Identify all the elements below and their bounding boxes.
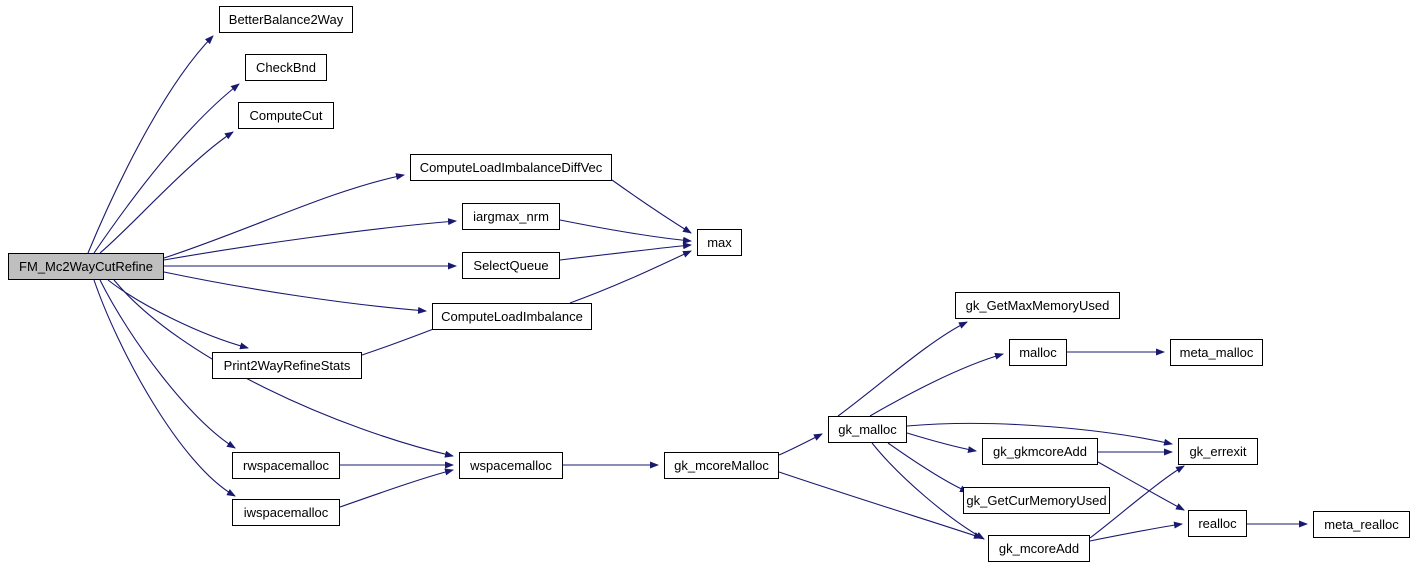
call-edge [99, 131, 234, 254]
call-edge [339, 468, 454, 508]
node-ccut[interactable]: ComputeCut [238, 102, 334, 129]
call-edge [869, 352, 1004, 417]
node-realloc[interactable]: realloc [1188, 510, 1247, 537]
node-iargmax[interactable]: iargmax_nrm [462, 203, 560, 230]
node-gkerrexit[interactable]: gk_errexit [1178, 438, 1258, 465]
node-label: FM_Mc2WayCutRefine [19, 259, 153, 274]
call-edge [778, 433, 823, 456]
node-label: gk_mcoreMalloc [674, 458, 769, 473]
node-gkmcm[interactable]: gk_mcoreMalloc [664, 452, 779, 479]
node-label: gk_GetCurMemoryUsed [966, 493, 1107, 508]
call-edge [163, 173, 405, 259]
node-gkcurmem[interactable]: gk_GetCurMemoryUsed [963, 487, 1110, 514]
node-gkmadd[interactable]: gk_mcoreAdd [988, 535, 1090, 562]
node-label: Print2WayRefineStats [223, 358, 351, 373]
node-gkmalloc[interactable]: gk_malloc [828, 416, 907, 443]
node-label: realloc [1198, 516, 1237, 531]
call-edge [906, 432, 977, 453]
node-label: malloc [1019, 345, 1057, 360]
node-label: gk_malloc [838, 422, 897, 437]
call-edge [559, 242, 692, 261]
call-edge [559, 219, 692, 244]
node-gkgkmadd[interactable]: gk_gkmcoreAdd [982, 438, 1098, 465]
node-label: max [707, 235, 732, 250]
node-bb2w[interactable]: BetterBalance2Way [219, 6, 353, 33]
node-p2wrs[interactable]: Print2WayRefineStats [212, 352, 362, 379]
node-cli[interactable]: ComputeLoadImbalance [432, 303, 592, 330]
node-label: iargmax_nrm [473, 209, 549, 224]
call-edge [163, 271, 427, 314]
node-iwsm[interactable]: iwspacemalloc [232, 499, 340, 526]
call-edge [1089, 521, 1183, 542]
node-label: gk_gkmcoreAdd [993, 444, 1087, 459]
node-max[interactable]: max [697, 229, 742, 256]
node-label: CheckBnd [256, 60, 316, 75]
node-selq[interactable]: SelectQueue [462, 252, 560, 279]
call-edge [93, 83, 240, 254]
node-label: gk_GetMaxMemoryUsed [965, 298, 1110, 313]
node-fm[interactable]: FM_Mc2WayCutRefine [8, 253, 164, 280]
call-edge [837, 321, 968, 417]
call-edge [107, 279, 249, 350]
call-edge [611, 179, 692, 234]
node-label: ComputeCut [249, 108, 323, 123]
node-label: gk_mcoreAdd [998, 541, 1080, 556]
node-label: rwspacemalloc [243, 458, 329, 473]
node-rwsm[interactable]: rwspacemalloc [232, 452, 340, 479]
call-edge [93, 279, 236, 497]
node-metamal[interactable]: meta_malloc [1170, 339, 1263, 366]
node-label: meta_malloc [1179, 345, 1254, 360]
node-label: ComputeLoadImbalance [441, 309, 583, 324]
node-malloc[interactable]: malloc [1009, 339, 1067, 366]
node-clidv[interactable]: ComputeLoadImbalanceDiffVec [410, 154, 612, 181]
call-edge [887, 442, 969, 493]
call-edge [87, 35, 214, 254]
node-label: wspacemalloc [470, 458, 552, 473]
node-ckbnd[interactable]: CheckBnd [245, 54, 327, 81]
node-wsm[interactable]: wspacemalloc [459, 452, 563, 479]
node-label: ComputeLoadImbalanceDiffVec [419, 160, 603, 175]
node-metareal[interactable]: meta_realloc [1313, 511, 1410, 538]
node-label: SelectQueue [473, 258, 549, 273]
call-edge [1097, 461, 1185, 511]
node-label: gk_errexit [1189, 444, 1247, 459]
node-gkmaxmem[interactable]: gk_GetMaxMemoryUsed [955, 292, 1120, 319]
node-label: meta_realloc [1324, 517, 1399, 532]
node-label: iwspacemalloc [243, 505, 329, 520]
call-edge [163, 218, 457, 261]
node-label: BetterBalance2Way [228, 12, 344, 27]
call-edge [778, 471, 983, 539]
call-edge [569, 250, 692, 304]
